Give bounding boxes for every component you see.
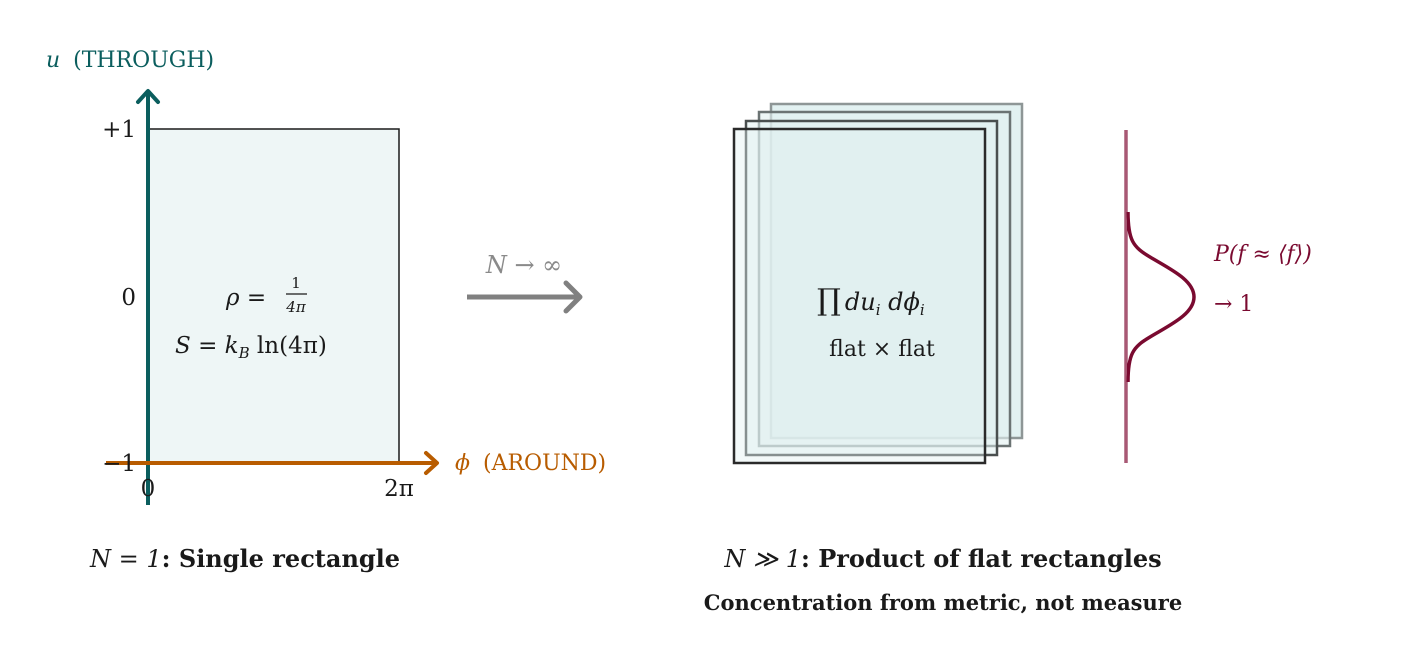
- phi-tick-zero: 0: [141, 476, 156, 502]
- limit-arrowhead: [563, 280, 583, 314]
- density-numerator: 1: [291, 274, 301, 292]
- concentration-curve-panel: P(f ≈ ⟨f⟩) → 1: [1124, 130, 1312, 463]
- left-caption: N = 1: Single rectangle: [89, 544, 400, 573]
- limit-label: N → ∞: [485, 251, 562, 279]
- concentration-peak-curve: [1126, 211, 1196, 383]
- right-caption: N ≫ 1: Product of flat rectangles: [723, 544, 1161, 573]
- phi-axis: [106, 451, 439, 475]
- single-rectangle-panel: u (THROUGH) ϕ (AROUND) +1 0 −1 0 2π ρ = …: [46, 48, 606, 573]
- stack-rect-front: [732, 127, 987, 465]
- flat-label: flat × flat: [829, 337, 935, 362]
- right-subcaption: Concentration from metric, not measure: [704, 590, 1182, 615]
- product-rectangles-panel: ∏dui dϕi flat × flat: [732, 102, 1024, 465]
- u-tick-zero: 0: [121, 285, 136, 311]
- u-axis: [136, 89, 160, 505]
- phi-axis-label: ϕ (AROUND): [455, 451, 606, 476]
- u-axis-label: u (THROUGH): [46, 48, 214, 73]
- probability-label: P(f ≈ ⟨f⟩): [1213, 242, 1312, 267]
- density-label: ρ =: [225, 285, 266, 311]
- limit-transition: N → ∞: [467, 251, 583, 314]
- phi-tick-two-pi: 2π: [384, 476, 414, 502]
- probability-limit: → 1: [1214, 292, 1253, 317]
- state-rectangle: [147, 128, 400, 464]
- density-denominator: 4π: [285, 298, 307, 316]
- u-tick-minus-one: −1: [102, 451, 136, 477]
- entropy-formula: S = kB ln(4π): [175, 333, 327, 362]
- u-tick-plus-one: +1: [102, 117, 136, 143]
- stack-rect-second: [744, 119, 999, 457]
- product-formula: ∏dui dϕi: [817, 283, 925, 319]
